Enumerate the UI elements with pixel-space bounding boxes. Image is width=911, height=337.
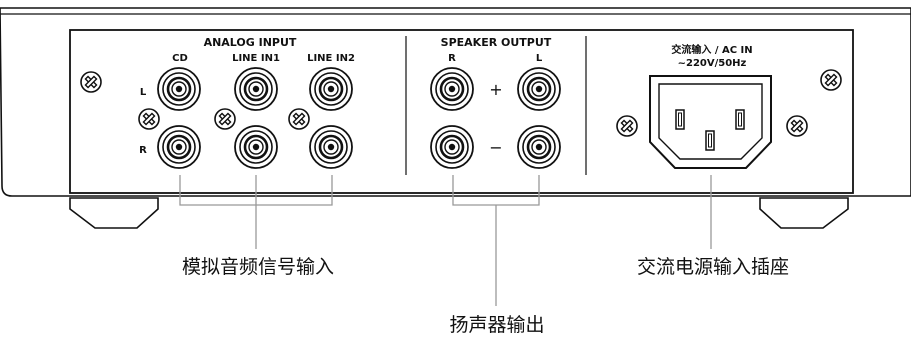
- right-channel-label: R: [139, 145, 147, 156]
- speaker-output-caption: 扬声器输出: [449, 314, 544, 336]
- ac-voltage-label: ~220V/50Hz: [678, 58, 747, 69]
- panel-screw-icon: [138, 108, 160, 130]
- panel-screw-icon: [80, 71, 102, 93]
- right-foot: [759, 197, 849, 229]
- speaker-r-positive-terminal[interactable]: [429, 66, 475, 112]
- speaker-output-title: SPEAKER OUTPUT: [441, 36, 552, 49]
- ac-in-title: 交流输入 / AC IN: [671, 43, 752, 56]
- panel-screw-icon: [214, 108, 236, 130]
- ac-socket-caption: 交流电源输入插座: [637, 256, 789, 278]
- negative-sign: −: [489, 138, 502, 157]
- panel-screw-icon: [786, 115, 808, 137]
- line-in1-left-jack[interactable]: [233, 66, 279, 112]
- speaker-l-label: L: [536, 53, 543, 64]
- positive-sign: +: [489, 80, 502, 99]
- analog-input-title: ANALOG INPUT: [204, 36, 297, 49]
- panel-screw-icon: [820, 69, 842, 91]
- left-channel-label: L: [140, 87, 147, 98]
- speaker-l-negative-terminal[interactable]: [516, 124, 562, 170]
- left-foot: [69, 197, 159, 229]
- speaker-r-negative-terminal[interactable]: [429, 124, 475, 170]
- panel-screw-icon: [288, 108, 310, 130]
- line-in2-label: LINE IN2: [307, 53, 355, 64]
- panel-screw-icon: [616, 115, 638, 137]
- cd-left-jack[interactable]: [156, 66, 202, 112]
- analog-input-caption: 模拟音频信号输入: [182, 256, 334, 278]
- cd-label: CD: [172, 53, 188, 64]
- line-in1-label: LINE IN1: [232, 53, 280, 64]
- line-in1-right-jack[interactable]: [233, 124, 279, 170]
- speaker-l-positive-terminal[interactable]: [516, 66, 562, 112]
- cd-right-jack[interactable]: [156, 124, 202, 170]
- speaker-r-label: R: [448, 53, 456, 64]
- line-in2-left-jack[interactable]: [308, 66, 354, 112]
- speaker-output-bracket: [452, 175, 540, 306]
- analog-input-bracket: [179, 175, 333, 249]
- rear-panel: [69, 29, 854, 194]
- ac-power-socket[interactable]: [649, 75, 772, 169]
- chassis-body: [0, 7, 911, 197]
- line-in2-right-jack[interactable]: [308, 124, 354, 170]
